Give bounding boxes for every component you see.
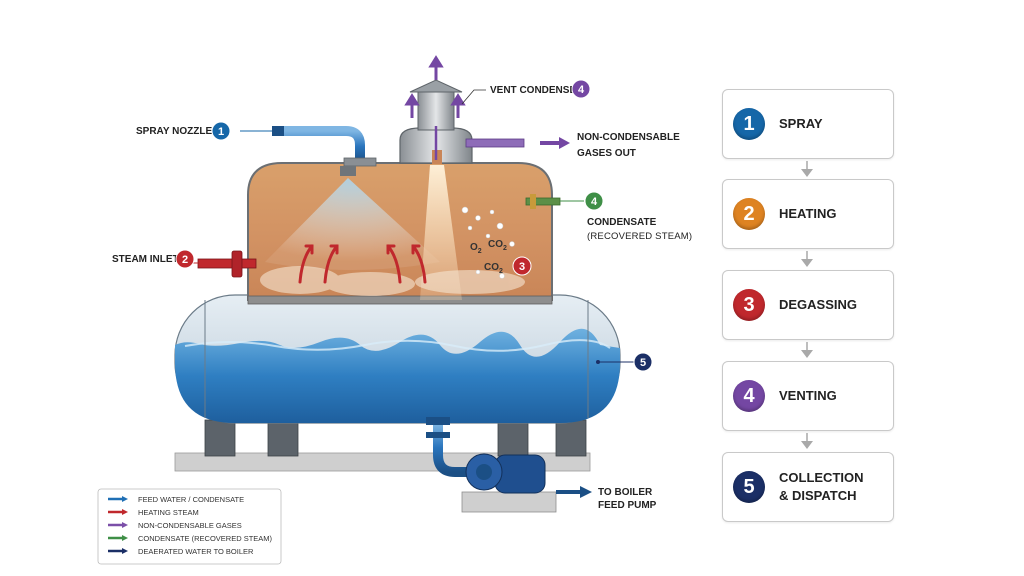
vent-leader <box>461 89 486 105</box>
noncondensable-label-2: GASES OUT <box>577 148 636 159</box>
storage-tank <box>174 294 621 424</box>
steam-inlet-label: STEAM INLET <box>112 254 179 265</box>
badge-collection: 5 <box>633 352 653 372</box>
step-number: 1 <box>733 108 765 140</box>
step-label: HEATING <box>779 206 837 221</box>
vent-arrows <box>404 55 466 160</box>
svg-text:CONDENSATE (RECOVERED STEAM): CONDENSATE (RECOVERED STEAM) <box>138 534 273 543</box>
legend-item-feed-water: FEED WATER / CONDENSATE <box>108 495 244 504</box>
legend-item-condensate: CONDENSATE (RECOVERED STEAM) <box>108 534 273 543</box>
svg-text:2: 2 <box>182 254 188 266</box>
condensate-pipe <box>525 194 584 209</box>
gas-bubbles <box>461 206 515 279</box>
step-label: COLLECTION & DISPATCH <box>779 470 864 503</box>
condensate-label-1: CONDENSATE <box>587 217 657 228</box>
vent-condenser-label: VENT CONDENSER <box>490 85 584 96</box>
step-venting: 4 VENTING <box>722 361 894 431</box>
step-label: DEGASSING <box>779 297 858 312</box>
outlet-pipe <box>426 417 480 477</box>
steam-inlet-pipe <box>186 250 257 278</box>
svg-text:3: 3 <box>519 261 525 273</box>
legend-item-deaerated-water: DEAERATED WATER TO BOILER <box>108 547 254 556</box>
to-boiler-arrow <box>556 486 592 498</box>
to-boiler-label-2: FEED PUMP <box>598 500 657 511</box>
steam-column <box>420 165 462 300</box>
badge-condensate: 4 <box>584 191 604 211</box>
svg-text:5: 5 <box>640 357 646 369</box>
tank-supports <box>204 419 587 457</box>
svg-text:NON-CONDENSABLE GASES: NON-CONDENSABLE GASES <box>138 521 242 530</box>
svg-text:4: 4 <box>591 196 598 208</box>
step-number: 4 <box>733 380 765 412</box>
badge-degassing: 3 <box>512 256 532 276</box>
to-boiler-label-1: TO BOILER <box>598 487 653 498</box>
svg-text:HEATING STEAM: HEATING STEAM <box>138 508 199 517</box>
chevron-down-icon <box>801 251 813 267</box>
spray-inlet-pipe <box>240 126 377 176</box>
o2-label: O2 <box>470 242 482 255</box>
step-label: SPRAY <box>779 116 823 131</box>
badge-vent: 4 <box>571 79 591 99</box>
step-collection-dispatch: 5 COLLECTION & DISPATCH <box>722 452 894 522</box>
spray-nozzles-label: SPRAY NOZZLES <box>136 126 219 137</box>
chevron-down-icon <box>801 342 813 358</box>
chevron-down-icon <box>801 433 813 449</box>
chevron-down-icon <box>801 161 813 177</box>
collection-leader-dot <box>596 360 600 364</box>
svg-text:4: 4 <box>578 84 585 96</box>
step-number: 3 <box>733 289 765 321</box>
step-heating: 2 HEATING <box>722 179 894 249</box>
noncondensable-label-1: NON-CONDENSABLE <box>577 132 680 143</box>
co2-label-bottom: CO2 <box>484 262 503 275</box>
step-spray: 1 SPRAY <box>722 89 894 159</box>
condensate-label-2: (RECOVERED STEAM) <box>587 231 692 242</box>
badge-spray: 1 <box>211 121 231 141</box>
heating-steam-arrows <box>298 244 427 284</box>
step-number: 5 <box>733 471 765 503</box>
svg-text:1: 1 <box>218 126 224 138</box>
badge-steam: 2 <box>175 249 195 269</box>
legend-item-heating-steam: HEATING STEAM <box>108 508 199 517</box>
step-label: VENTING <box>779 388 837 403</box>
step-number: 2 <box>733 198 765 230</box>
legend: FEED WATER / CONDENSATE HEATING STEAM NO… <box>97 488 282 565</box>
svg-text:FEED WATER / CONDENSATE: FEED WATER / CONDENSATE <box>138 495 244 504</box>
feed-pump <box>461 453 557 513</box>
svg-text:DEAERATED WATER TO BOILER: DEAERATED WATER TO BOILER <box>138 547 254 556</box>
legend-item-noncondensable: NON-CONDENSABLE GASES <box>108 521 242 530</box>
step-degassing: 3 DEGASSING <box>722 270 894 340</box>
co2-label-top: CO2 <box>488 239 507 252</box>
noncondensable-outlet <box>465 137 570 149</box>
